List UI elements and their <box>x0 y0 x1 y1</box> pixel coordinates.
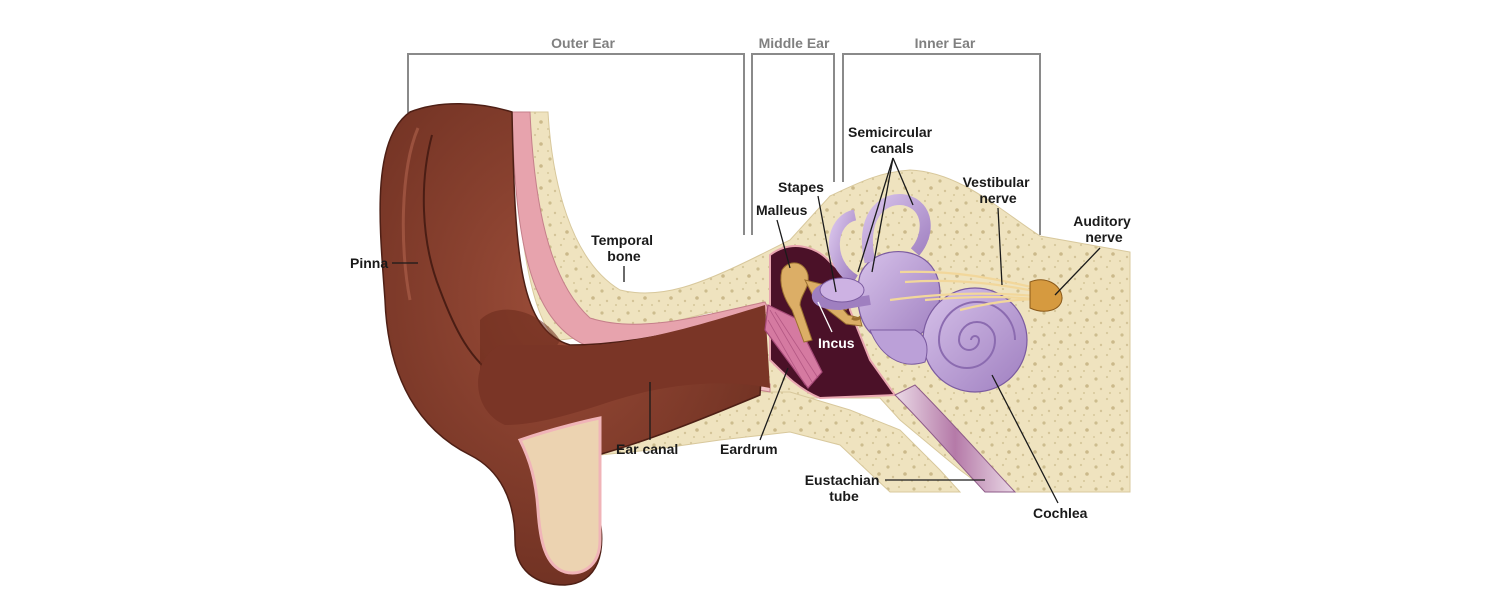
vestibular-nerve-label-line2: nerve <box>979 190 1017 206</box>
stapes-label: Stapes <box>778 179 824 195</box>
cochlea-leader <box>991 374 1059 504</box>
vestibular-nerve-label: Vestibular nerve <box>963 174 1034 206</box>
vestibular-nerve-label-line1: Vestibular <box>963 174 1030 190</box>
outer-ear-label: Outer Ear <box>551 35 615 51</box>
ear-canal-label: Ear canal <box>616 441 678 457</box>
inner-ear-bracket <box>842 53 1041 235</box>
middle-ear-label: Middle Ear <box>759 35 830 51</box>
cochlea-spiral <box>937 301 1016 369</box>
incus-leader <box>817 301 833 333</box>
pinna-inner-fold <box>422 134 501 381</box>
semicircular-canal-2 <box>828 209 859 285</box>
temporal-bone-label: Temporal bone <box>591 232 657 264</box>
malleus-leader <box>776 219 791 269</box>
labyrinth <box>811 194 1028 393</box>
auditory-nerve-leader <box>1054 247 1101 296</box>
semicircular-canal-1 <box>861 194 931 264</box>
cochlea-base <box>869 329 928 365</box>
semicircular-canals-label-line1: Semicircular <box>848 124 933 140</box>
eustachian-tube-label-line2: tube <box>829 488 859 504</box>
auditory-nerve-label-line2: nerve <box>1085 229 1123 245</box>
auditory-nerve-shape <box>1029 279 1063 312</box>
eardrum-lines <box>767 309 819 386</box>
eustachian-tube-shape <box>894 384 1017 493</box>
incus-label: Incus <box>818 335 855 351</box>
pinna-label: Pinna <box>350 255 388 271</box>
malleus-shape <box>780 262 813 343</box>
stapes-leader <box>817 195 837 293</box>
cochlea-label: Cochlea <box>1033 505 1088 521</box>
region-brackets: Outer Ear Middle Ear Inner Ear <box>407 35 1041 235</box>
temporal-bone-label-line2: bone <box>607 248 641 264</box>
eustachian-tube-label-line1: Eustachian <box>805 472 880 488</box>
malleus-label: Malleus <box>756 202 808 218</box>
vestibular-nerve-leader <box>997 207 1003 286</box>
inner-ear-label: Inner Ear <box>915 35 976 51</box>
temporal-bone-label-line1: Temporal <box>591 232 653 248</box>
semicircular-canals-label: Semicircular canals <box>848 124 936 156</box>
labels: Pinna Temporal bone Ear canal Eardrum Ma… <box>350 124 1134 521</box>
outer-ear-bracket <box>407 53 745 235</box>
eardrum-label: Eardrum <box>720 441 778 457</box>
auditory-nerve-label-line1: Auditory <box>1073 213 1131 229</box>
oval-window <box>819 277 865 303</box>
auditory-nerve-label: Auditory nerve <box>1073 213 1134 245</box>
eardrum-leader <box>759 367 789 441</box>
semicircular-canals-label-line2: canals <box>870 140 914 156</box>
pinna-helix-shadow <box>401 127 420 301</box>
middle-ear-bracket <box>751 53 835 235</box>
earlobe-cartilage <box>517 416 602 575</box>
semicircular-canals-leaders <box>857 157 914 273</box>
eustachian-tube-label: Eustachian tube <box>805 472 884 504</box>
ear-canal-tube <box>478 305 770 425</box>
